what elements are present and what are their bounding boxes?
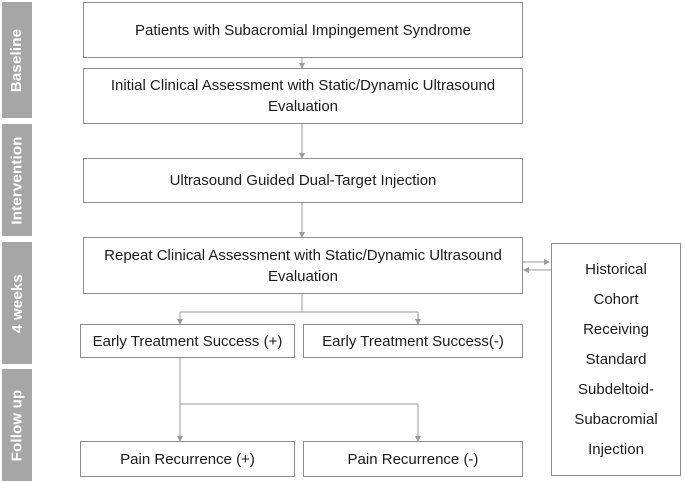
box-success-neg: Early Treatment Success(-)	[303, 324, 523, 358]
box-success-neg-text: Early Treatment Success(-)	[322, 332, 504, 350]
box-recurrence-pos: Pain Recurrence (+)	[80, 441, 295, 477]
box-recurrence-neg: Pain Recurrence (-)	[303, 441, 523, 477]
box-repeat-assessment-text: Repeat Clinical Assessment with Static/D…	[104, 246, 502, 285]
phase-label-4-weeks: 4 weeks	[2, 242, 32, 364]
phase-label-intervention: Intervention	[2, 124, 32, 236]
box-historical-cohort-text: Historical Cohort Receiving Standard Sub…	[574, 260, 658, 458]
box-recurrence-neg-text: Pain Recurrence (-)	[347, 450, 479, 468]
box-injection-text: Ultrasound Guided Dual-Target Injection	[169, 172, 437, 189]
box-recurrence-pos-text: Pain Recurrence (+)	[120, 450, 255, 468]
box-repeat-assessment: Repeat Clinical Assessment with Static/D…	[83, 237, 523, 294]
box-initial-assessment-text: Initial Clinical Assessment with Static/…	[110, 77, 496, 115]
box-patients: Patients with Subacromial Impingement Sy…	[83, 2, 523, 58]
box-initial-assessment: Initial Clinical Assessment with Static/…	[83, 68, 523, 124]
box-success-pos-text: Early Treatment Success (+)	[92, 332, 283, 350]
phase-label-follow-up: Follow up	[2, 369, 32, 481]
box-success-pos: Early Treatment Success (+)	[80, 324, 295, 358]
box-patients-text: Patients with Subacromial Impingement Sy…	[135, 21, 471, 39]
phase-label-baseline: Baseline	[2, 2, 32, 118]
box-historical-cohort: Historical Cohort Receiving Standard Sub…	[551, 243, 681, 476]
box-injection: Ultrasound Guided Dual-Target Injection	[83, 158, 523, 203]
